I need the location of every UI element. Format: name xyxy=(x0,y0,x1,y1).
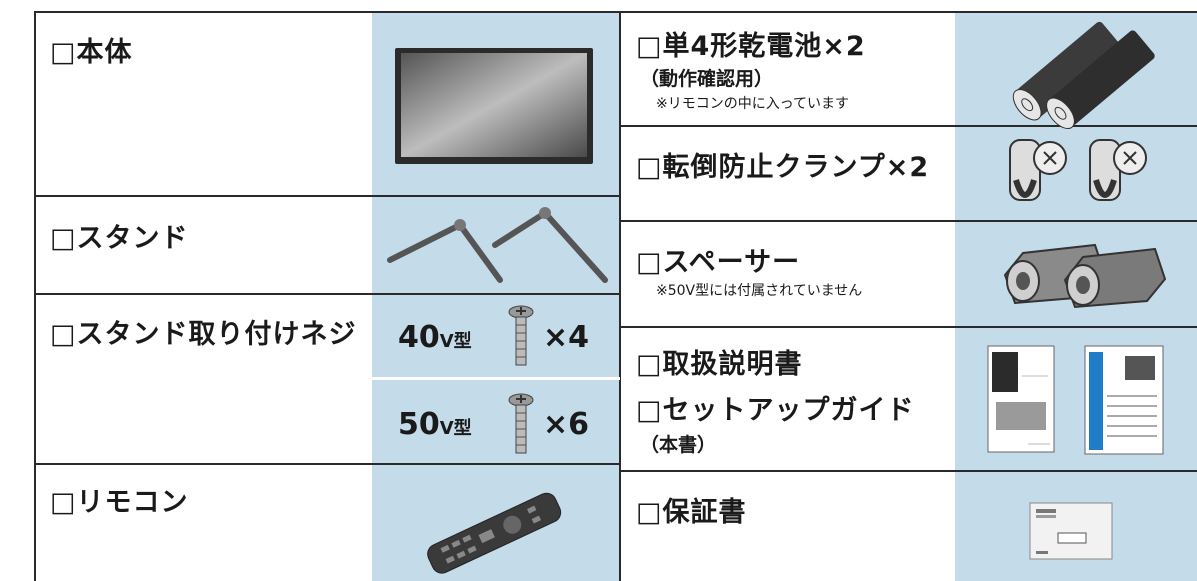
clamps-label: □転倒防止クランプ×2 xyxy=(636,152,930,183)
batteries-sub: （動作確認用） xyxy=(640,68,774,90)
top-border xyxy=(34,11,1197,13)
batteries-note: ※リモコンの中に入っています xyxy=(656,96,850,112)
screw-qty-50: ×6 xyxy=(543,407,590,442)
screw-icon xyxy=(508,393,534,454)
manual-label: □取扱説明書 xyxy=(636,349,803,380)
clamp-icon xyxy=(1009,139,1067,201)
center-divider xyxy=(619,11,621,581)
screw-size-50: 50V型 xyxy=(398,407,472,442)
left-row-divider xyxy=(34,195,620,197)
battery-icon xyxy=(1012,21,1155,130)
right-row-divider xyxy=(620,125,1197,127)
setup-guide-icon xyxy=(1084,345,1164,455)
screw-row-divider xyxy=(372,377,620,380)
left-row-divider xyxy=(34,463,620,465)
setup-guide-label: □セットアップガイド xyxy=(636,395,915,426)
left-row-divider xyxy=(34,293,620,295)
spacers-note: ※50V型には付属されていません xyxy=(656,283,863,299)
stand-label: □スタンド xyxy=(50,223,189,254)
screw-size-40: 40V型 xyxy=(398,320,472,355)
right-row-divider xyxy=(620,220,1197,222)
warranty-card-icon xyxy=(1029,502,1113,560)
warranty-label: □保証書 xyxy=(636,497,747,528)
stand-icon xyxy=(387,207,608,283)
remote-control-icon xyxy=(427,492,562,574)
screw-icon xyxy=(508,305,534,366)
main-unit-label: □本体 xyxy=(50,37,133,68)
right-row-divider xyxy=(620,326,1197,328)
setup-guide-sub: （本書） xyxy=(640,434,717,456)
stand-screws-label: □スタンド取り付けネジ xyxy=(50,319,357,350)
spacer-icon xyxy=(1003,243,1167,309)
remote-label: □リモコン xyxy=(50,487,189,518)
clamp-icon xyxy=(1089,139,1147,201)
left-border xyxy=(34,11,36,581)
batteries-label: □単4形乾電池×2 xyxy=(636,31,866,62)
spacers-label: □スペーサー xyxy=(636,247,801,278)
right-row-divider xyxy=(620,470,1197,472)
tv-icon xyxy=(395,48,593,164)
manual-booklet-icon xyxy=(987,345,1055,453)
screw-qty-40: ×4 xyxy=(543,320,590,355)
